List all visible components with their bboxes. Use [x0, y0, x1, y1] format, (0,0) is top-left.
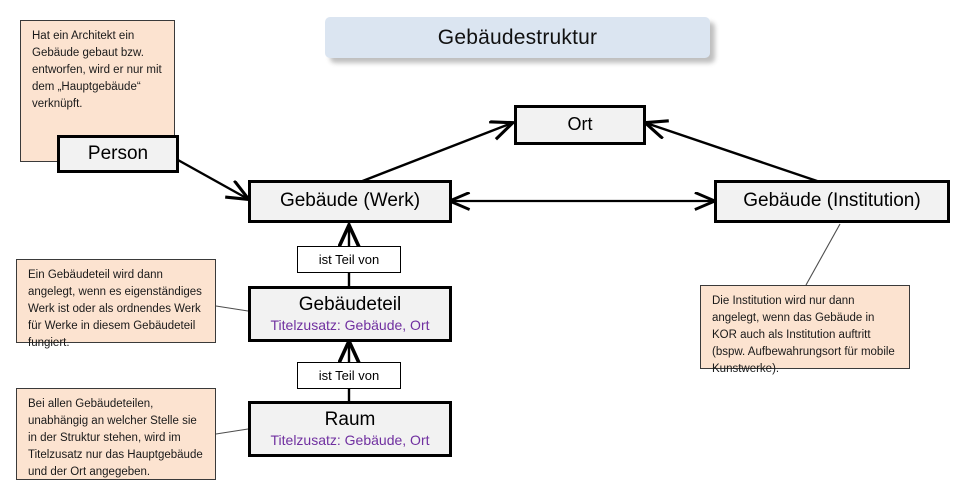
leader-gebaeudeteil-note	[215, 305, 249, 312]
note-raum-text: Bei allen Gebäudeteilen, unabhängig an w…	[28, 398, 203, 479]
page-title: Gebäudestruktur	[437, 25, 598, 49]
relationship-label-teil-von-unten: ist Teil von	[297, 362, 401, 389]
note-gebaeudeteil-text: Ein Gebäudeteil wird dann angelegt, wenn…	[28, 269, 202, 350]
entity-gebaeude-institution-label: Gebäude (Institution)	[743, 190, 921, 212]
relationship-label-teil-von-oben: ist Teil von	[297, 246, 401, 273]
edge-gebaeude-werk-to-ort	[359, 123, 512, 184]
entity-raum-label: Raum	[324, 408, 376, 430]
entity-ort[interactable]: Ort	[514, 105, 646, 145]
edge-gebaeude-institution-to-ort	[646, 123, 821, 184]
entity-gebaeude-werk-label: Gebäude (Werk)	[279, 190, 421, 212]
leader-institution-note	[805, 223, 841, 286]
note-institution: Die Institution wird nur dann angelegt, …	[700, 285, 910, 375]
entity-ort-label: Ort	[567, 114, 593, 135]
relationship-label-teil-von-oben-text: ist Teil von	[318, 252, 380, 267]
entity-gebaeude-institution[interactable]: Gebäude (Institution)	[714, 180, 950, 223]
relationship-label-teil-von-unten-text: ist Teil von	[318, 368, 380, 383]
note-person-text: Hat ein Architekt ein Gebäude gebaut bzw…	[32, 30, 162, 111]
entity-raum[interactable]: Raum Titelzusatz: Gebäude, Ort	[248, 401, 452, 457]
diagram-title-banner: Gebäudestruktur	[325, 17, 710, 58]
entity-gebaeudeteil[interactable]: Gebäudeteil Titelzusatz: Gebäude, Ort	[248, 286, 452, 342]
entity-person-label: Person	[87, 142, 149, 164]
entity-person[interactable]: Person	[57, 135, 179, 173]
entity-gebaeudeteil-label: Gebäudeteil	[298, 293, 402, 315]
note-person: Hat ein Architekt ein Gebäude gebaut bzw…	[20, 20, 179, 173]
leader-raum-note	[215, 428, 249, 435]
note-institution-text: Die Institution wird nur dann angelegt, …	[712, 295, 895, 376]
note-raum: Bei allen Gebäudeteilen, unabhängig an w…	[16, 388, 216, 480]
entity-gebaeude-werk[interactable]: Gebäude (Werk)	[248, 180, 452, 223]
entity-raum-subtitle: Titelzusatz: Gebäude, Ort	[270, 432, 430, 449]
note-gebaeudeteil: Ein Gebäudeteil wird dann angelegt, wenn…	[16, 259, 216, 349]
entity-gebaeudeteil-subtitle: Titelzusatz: Gebäude, Ort	[270, 317, 430, 334]
